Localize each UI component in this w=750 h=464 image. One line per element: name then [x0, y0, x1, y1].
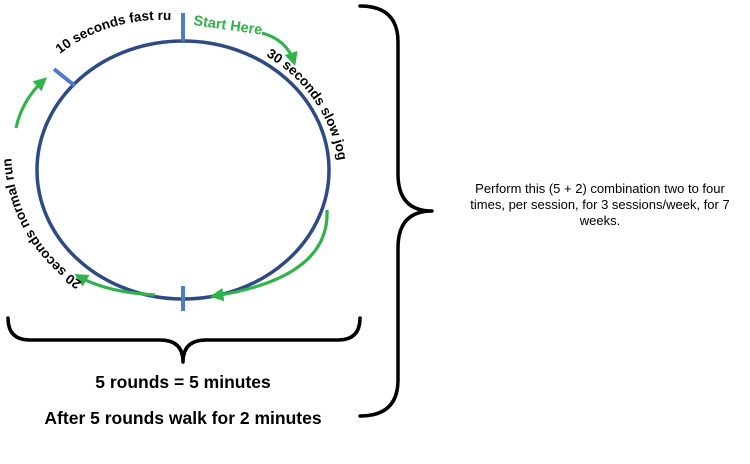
arrow-normal-run-bottom	[74, 273, 156, 297]
segment-label-normal-run: 20 seconds normal run	[0, 158, 84, 292]
fast-run-tick	[52, 67, 77, 88]
walk-note: After 5 rounds walk for 2 minutes	[44, 408, 322, 428]
bottom-brace	[6, 316, 362, 364]
segment-label-fast-run: 10 seconds fast run	[0, 0, 172, 56]
arrow-start-right	[261, 31, 298, 66]
instruction-text: Perform this (5 + 2) combination two to …	[470, 181, 730, 228]
rounds-summary: 5 rounds = 5 minutes	[95, 372, 271, 392]
arrow-normal-run-left	[14, 77, 47, 129]
arrow-slow-jog-bottom	[210, 209, 329, 302]
start-here-label: Start Here	[192, 13, 263, 38]
right-brace	[358, 4, 434, 418]
track-circle	[35, 39, 331, 301]
